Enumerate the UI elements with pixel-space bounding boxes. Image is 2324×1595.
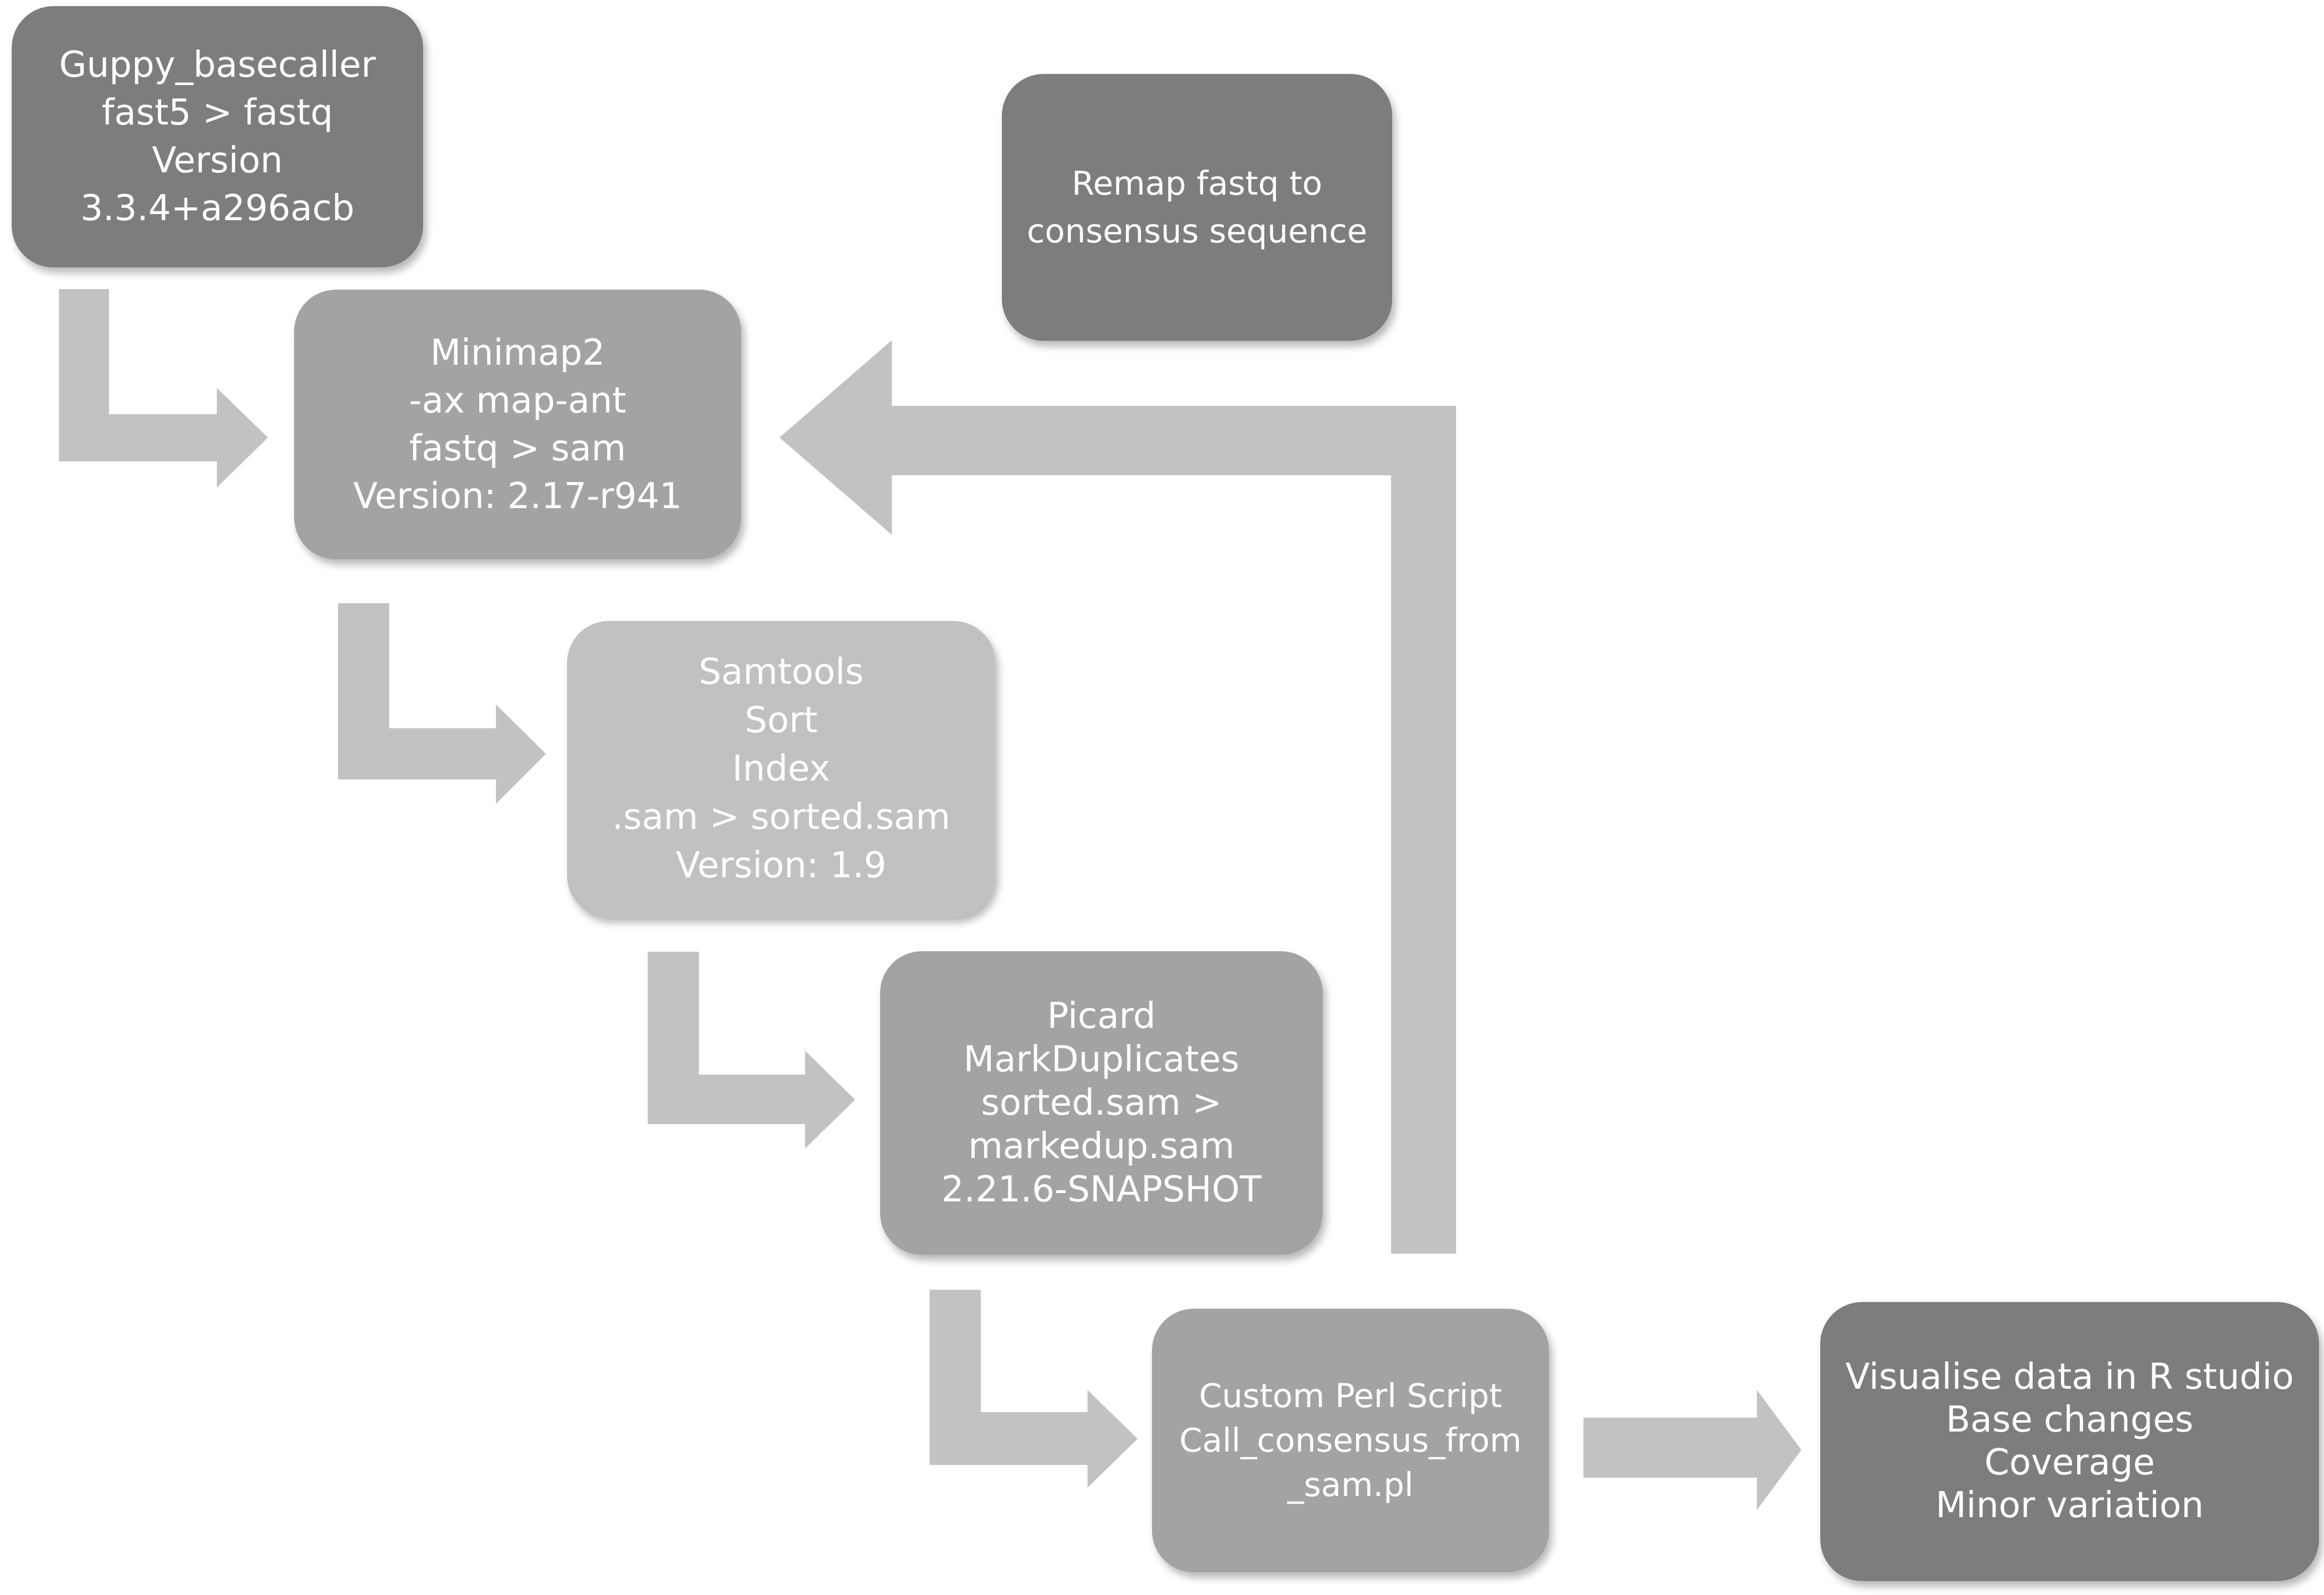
arrow-minimap-to-samtools — [338, 603, 546, 804]
samtools-line-5: Version: 1.9 — [676, 845, 887, 886]
arrow-samtools-to-picard — [648, 952, 855, 1149]
arrow-picard-to-perl — [930, 1290, 1138, 1488]
minimap-line-1: Minimap2 — [430, 332, 605, 374]
samtools-line-1: Samtools — [698, 652, 864, 693]
visualise-line-1: Visualise data in R studio — [1845, 1357, 2294, 1398]
arrow-perl-to-visualise — [1583, 1390, 1801, 1510]
picard-line-1: Picard — [1047, 996, 1156, 1037]
perl-line-2: Call_consensus_from — [1179, 1421, 1522, 1459]
visualise-line-4: Minor variation — [1935, 1485, 2204, 1526]
guppy-line-4: 3.3.4+a296acb — [80, 188, 355, 229]
remap-line-2: consensus sequence — [1026, 212, 1368, 250]
samtools-line-4: .sam > sorted.sam — [612, 797, 951, 838]
minimap2-box: Minimap2 -ax map-ant fastq > sam Version… — [294, 290, 741, 559]
visualise-line-2: Base changes — [1945, 1399, 2194, 1440]
minimap-line-3: fastq > sam — [409, 428, 627, 469]
minimap-line-2: -ax map-ant — [409, 380, 627, 421]
picard-line-5: 2.21.6-SNAPSHOT — [941, 1169, 1262, 1210]
picard-box: Picard MarkDuplicates sorted.sam > marke… — [880, 951, 1323, 1255]
perl-line-3: _sam.pl — [1287, 1465, 1414, 1504]
remap-line-1: Remap fastq to — [1071, 164, 1323, 202]
guppy-line-3: Version — [152, 140, 283, 181]
arrow-remap-feedback — [779, 340, 1456, 1254]
samtools-box: Samtools Sort Index .sam > sorted.sam Ve… — [567, 621, 995, 917]
guppy-line-2: fast5 > fastq — [101, 92, 334, 133]
visualise-line-3: Coverage — [1984, 1442, 2155, 1483]
picard-line-4: markedup.sam — [968, 1126, 1235, 1167]
perl-line-1: Custom Perl Script — [1199, 1377, 1502, 1415]
picard-line-2: MarkDuplicates — [963, 1039, 1240, 1080]
samtools-line-3: Index — [732, 748, 831, 789]
visualise-box: Visualise data in R studio Base changes … — [1820, 1302, 2319, 1581]
arrow-guppy-to-minimap — [59, 289, 268, 488]
guppy-basecaller-box: Guppy_basecaller fast5 > fastq Version 3… — [12, 6, 423, 267]
remap-box: Remap fastq to consensus sequence — [1002, 74, 1392, 341]
guppy-line-1: Guppy_basecaller — [59, 44, 376, 86]
perl-script-box: Custom Perl Script Call_consensus_from _… — [1152, 1309, 1549, 1572]
samtools-line-2: Sort — [744, 700, 818, 741]
picard-line-3: sorted.sam > — [981, 1082, 1222, 1124]
minimap-line-4: Version: 2.17-r941 — [353, 475, 682, 517]
